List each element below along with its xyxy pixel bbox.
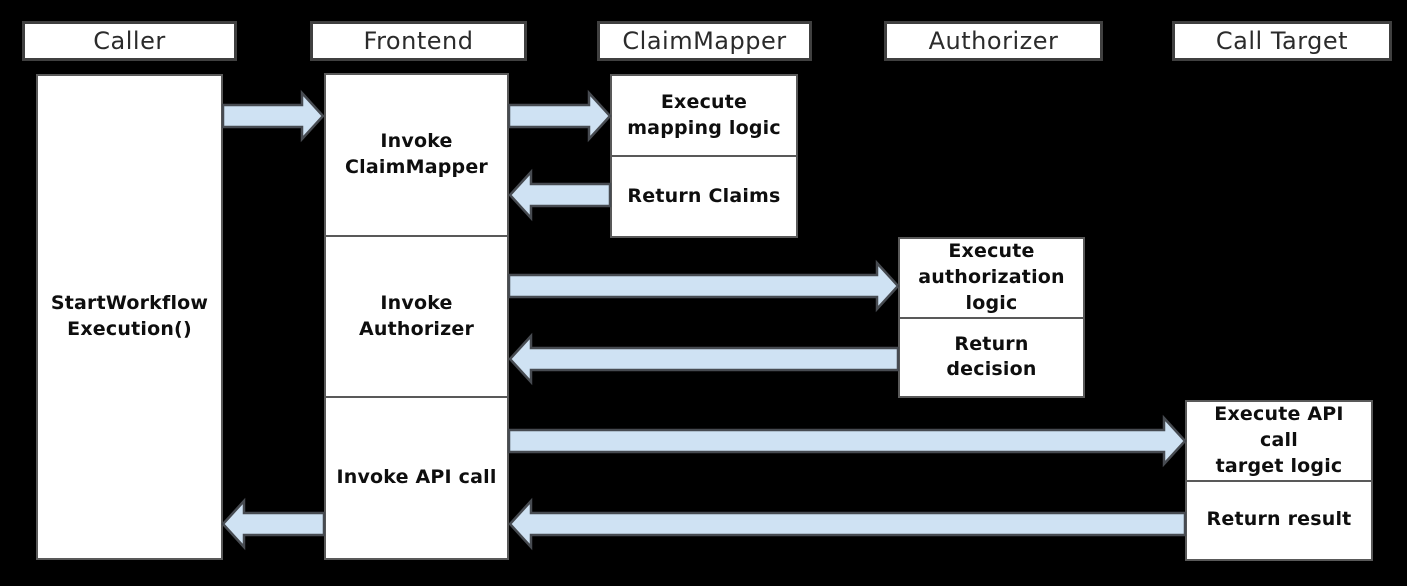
- lane-header-frontend: Frontend: [310, 21, 527, 61]
- arrow-claimmapper-to-frontend-icon: [508, 168, 612, 222]
- activation-caller: StartWorkflow Execution(): [36, 74, 223, 560]
- activation-claimmapper: Execute mapping logic Return Claims: [610, 74, 798, 238]
- arrow-frontend-to-calltarget-icon: [507, 414, 1187, 468]
- step-label: Return decision: [946, 332, 1037, 381]
- step-label: Return result: [1206, 508, 1352, 531]
- lane-header-authorizer: Authorizer: [884, 21, 1103, 61]
- arrow-caller-to-frontend-icon: [221, 89, 325, 143]
- step-return-claims: Return Claims: [612, 155, 796, 236]
- step-label: Execute authorization logic: [918, 240, 1065, 314]
- step-invoke-claimmapper: Invoke ClaimMapper: [326, 75, 507, 235]
- step-label: Invoke Authorizer: [358, 291, 475, 340]
- step-invoke-authorizer: Invoke Authorizer: [326, 234, 507, 397]
- step-label: Execute API call target logic: [1214, 403, 1344, 477]
- step-label: StartWorkflow Execution(): [50, 292, 209, 340]
- arrow-frontend-to-claimmapper-icon: [507, 89, 612, 143]
- arrow-frontend-to-caller-icon: [221, 497, 326, 551]
- arrow-authorizer-to-frontend-icon: [508, 332, 900, 386]
- step-execute-api-call-target-logic: Execute API call target logic: [1187, 402, 1371, 480]
- activation-frontend: Invoke ClaimMapper Invoke Authorizer Inv…: [324, 73, 509, 560]
- step-invoke-api-call: Invoke API call: [326, 396, 507, 558]
- activation-calltarget: Execute API call target logic Return res…: [1185, 400, 1373, 561]
- step-label: Invoke ClaimMapper: [345, 130, 488, 178]
- lane-header-calltarget: Call Target: [1172, 21, 1392, 61]
- lane-label-calltarget: Call Target: [1215, 27, 1349, 55]
- step-label: Invoke API call: [336, 466, 497, 489]
- step-return-result: Return result: [1187, 479, 1371, 560]
- lane-label-claimmapper: ClaimMapper: [622, 27, 787, 55]
- step-return-decision: Return decision: [900, 316, 1083, 397]
- step-start-workflow-execution: StartWorkflow Execution(): [38, 76, 221, 558]
- arrow-frontend-to-authorizer-icon: [507, 259, 900, 313]
- step-execute-authorization-logic: Execute authorization logic: [900, 239, 1083, 317]
- lane-header-claimmapper: ClaimMapper: [597, 21, 812, 61]
- lane-header-caller: Caller: [22, 21, 237, 61]
- activation-authorizer: Execute authorization logic Return decis…: [898, 237, 1085, 398]
- step-execute-mapping-logic: Execute mapping logic: [612, 76, 796, 155]
- step-label: Return Claims: [627, 184, 781, 207]
- step-label: Execute mapping logic: [627, 90, 781, 139]
- lane-label-authorizer: Authorizer: [928, 27, 1059, 55]
- arrow-calltarget-to-frontend-icon: [508, 497, 1187, 551]
- lane-label-caller: Caller: [93, 27, 166, 55]
- lane-label-frontend: Frontend: [363, 27, 474, 55]
